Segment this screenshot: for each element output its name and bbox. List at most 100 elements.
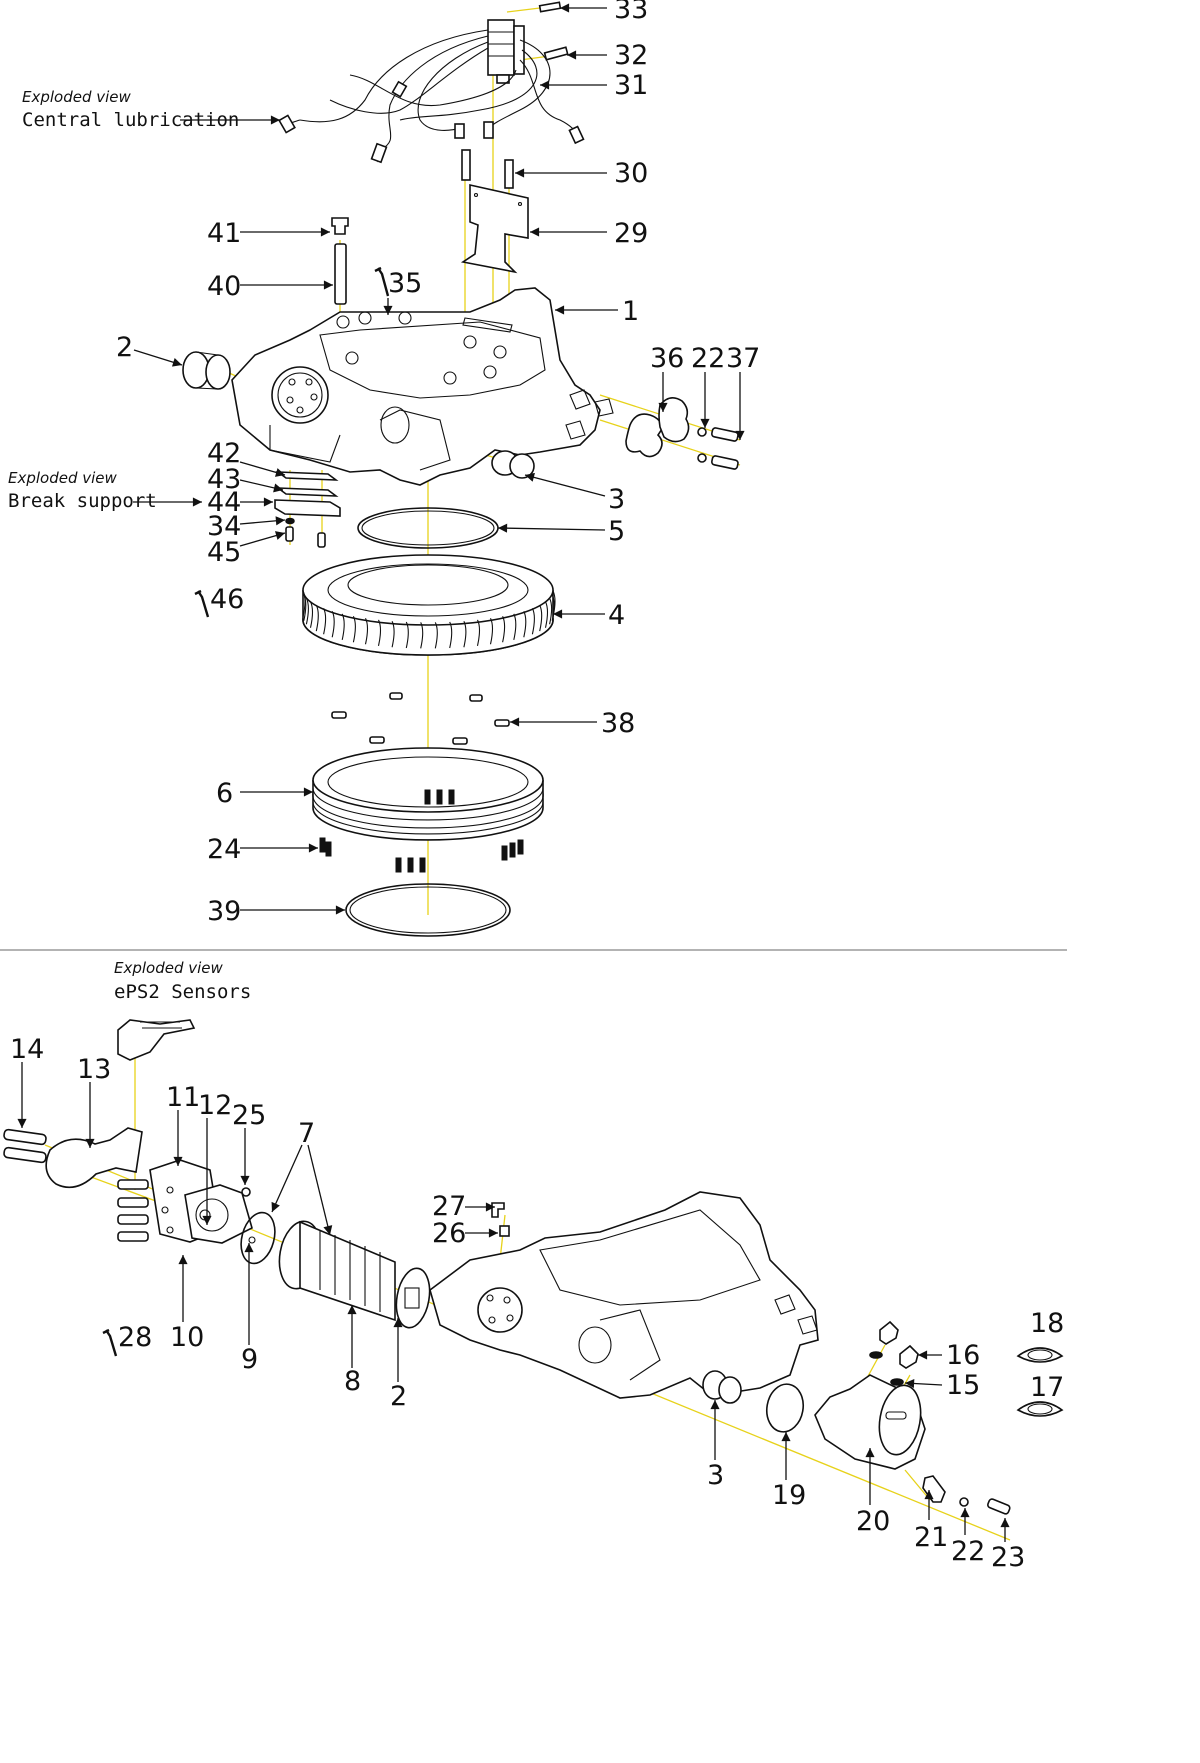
- callout-39: 39: [207, 896, 241, 927]
- gear-tooth: [513, 613, 517, 641]
- callout-40: 40: [207, 271, 241, 302]
- part-37-bolt: [711, 455, 739, 470]
- assembly-axis: [506, 7, 541, 13]
- callout-19: 19: [772, 1480, 806, 1511]
- callout-21: 21: [914, 1522, 948, 1553]
- part-45-bolt: [285, 526, 294, 542]
- part-3-bushing-lower: [702, 1370, 742, 1404]
- callout-29: 29: [614, 218, 648, 249]
- callout-20: 20: [856, 1506, 890, 1537]
- callout-1: 1: [622, 296, 639, 327]
- callout-16: 16: [946, 1340, 980, 1371]
- callout-31: 31: [614, 70, 648, 101]
- part-25-plug: [241, 1187, 251, 1197]
- callout-11: 11: [166, 1082, 200, 1113]
- gear-tooth: [449, 621, 453, 649]
- callout-23: 23: [991, 1542, 1025, 1573]
- callout-33: 33: [614, 0, 648, 25]
- part-30-bolt: [461, 149, 471, 181]
- part-2-bushing-lower: [395, 1267, 431, 1329]
- callout-34: 34: [207, 511, 241, 542]
- bottom-assembly: [3, 1019, 1064, 1541]
- callout-26: 26: [432, 1218, 466, 1249]
- callout-42: 42: [207, 438, 241, 469]
- wrench-icon: [194, 589, 210, 618]
- part-21-valve: [922, 1475, 946, 1503]
- callout-2: 2: [116, 332, 133, 363]
- gear-tooth: [523, 610, 527, 638]
- part-15-seal: [869, 1351, 883, 1359]
- part-2-bushing: [182, 351, 231, 390]
- part-27-elbow: [491, 1202, 505, 1218]
- assembly-axis: [499, 1214, 506, 1261]
- callout-9: 9: [241, 1344, 258, 1375]
- lubrication-distributor: [487, 19, 525, 84]
- gear-tooth: [303, 594, 307, 621]
- part-26-nipple: [499, 1225, 510, 1237]
- part-1-housing: [231, 287, 614, 486]
- gear-tooth: [331, 610, 335, 638]
- caption-central-lubrication-subtitle: Exploded view: [22, 88, 132, 106]
- part-17-gasket: [1016, 1401, 1064, 1417]
- gear-tooth: [323, 608, 327, 635]
- caption-eps2-subtitle: Exploded view: [114, 959, 224, 977]
- part-14-bolt: [3, 1128, 47, 1146]
- gear-tooth: [377, 619, 382, 647]
- bottom-callout-leaders: [17, 1062, 1010, 1542]
- part-43-shim: [275, 487, 339, 497]
- caption-eps2-title: ePS2 Sensors: [114, 981, 251, 1003]
- gear-tooth: [364, 618, 369, 645]
- gear-tooth: [309, 601, 314, 628]
- part-29-bracket: [460, 184, 529, 274]
- gear-tooth: [341, 613, 345, 641]
- part-42-shim: [275, 471, 339, 481]
- callout-43: 43: [207, 464, 241, 495]
- callout-4: 4: [608, 600, 625, 631]
- callout-18: 18: [1030, 1308, 1064, 1339]
- part-23-bolt: [987, 1498, 1011, 1515]
- lubrication-hoses: [281, 29, 579, 163]
- wrench-icon: [102, 1328, 118, 1357]
- hose-fittings: [278, 80, 585, 164]
- callout-22: 22: [691, 343, 725, 374]
- part-22-washer: [697, 453, 707, 463]
- part-14-bolt: [3, 1146, 47, 1164]
- gear-tooth: [551, 594, 555, 621]
- part-40-pin: [334, 243, 347, 305]
- callout-6: 6: [216, 778, 233, 809]
- callout-22-lower: 22: [951, 1536, 985, 1567]
- caption-break-support-title: Break support: [8, 490, 157, 512]
- part-22-washer: [697, 427, 707, 437]
- gear-tooth: [476, 619, 481, 647]
- part-22-washer-lower: [959, 1497, 969, 1507]
- part-32-pin: [543, 46, 569, 61]
- part-24-bolts: [319, 789, 524, 873]
- gear-tooth: [531, 608, 535, 635]
- callout-45: 45: [207, 537, 241, 568]
- bottom-callout-labels: 14 13 11 12 25 7 27 26 28 10 9 8 2 3 19 …: [10, 1034, 1064, 1573]
- callout-2-lower: 2: [390, 1381, 407, 1412]
- part-37-bolt: [711, 427, 739, 442]
- callout-10: 10: [170, 1322, 204, 1353]
- callout-27: 27: [432, 1191, 466, 1222]
- callout-28: 28: [118, 1322, 152, 1353]
- part-16-fitting: [899, 1344, 919, 1369]
- gear-tooth: [489, 618, 494, 645]
- part-3-bushing: [491, 450, 535, 479]
- callout-7: 7: [298, 1118, 315, 1149]
- part-38-pins: [331, 692, 510, 745]
- caption-break-support-subtitle: Exploded view: [8, 469, 118, 487]
- callout-3-lower: 3: [707, 1460, 724, 1491]
- gear-tooth: [539, 604, 543, 632]
- gear-tooth: [302, 590, 306, 618]
- callout-46: 46: [210, 584, 244, 615]
- callout-17: 17: [1030, 1372, 1064, 1403]
- gear-tooth: [315, 604, 319, 632]
- callout-44: 44: [207, 487, 241, 518]
- top-callout-labels: 33 32 31 30 29 41 40 35 1 2 36 22 37 42 …: [116, 0, 760, 927]
- part-16-fitting: [879, 1320, 899, 1345]
- part-45-bolt: [317, 532, 326, 548]
- callout-32: 32: [614, 40, 648, 71]
- eps2-sensor: [117, 1019, 196, 1061]
